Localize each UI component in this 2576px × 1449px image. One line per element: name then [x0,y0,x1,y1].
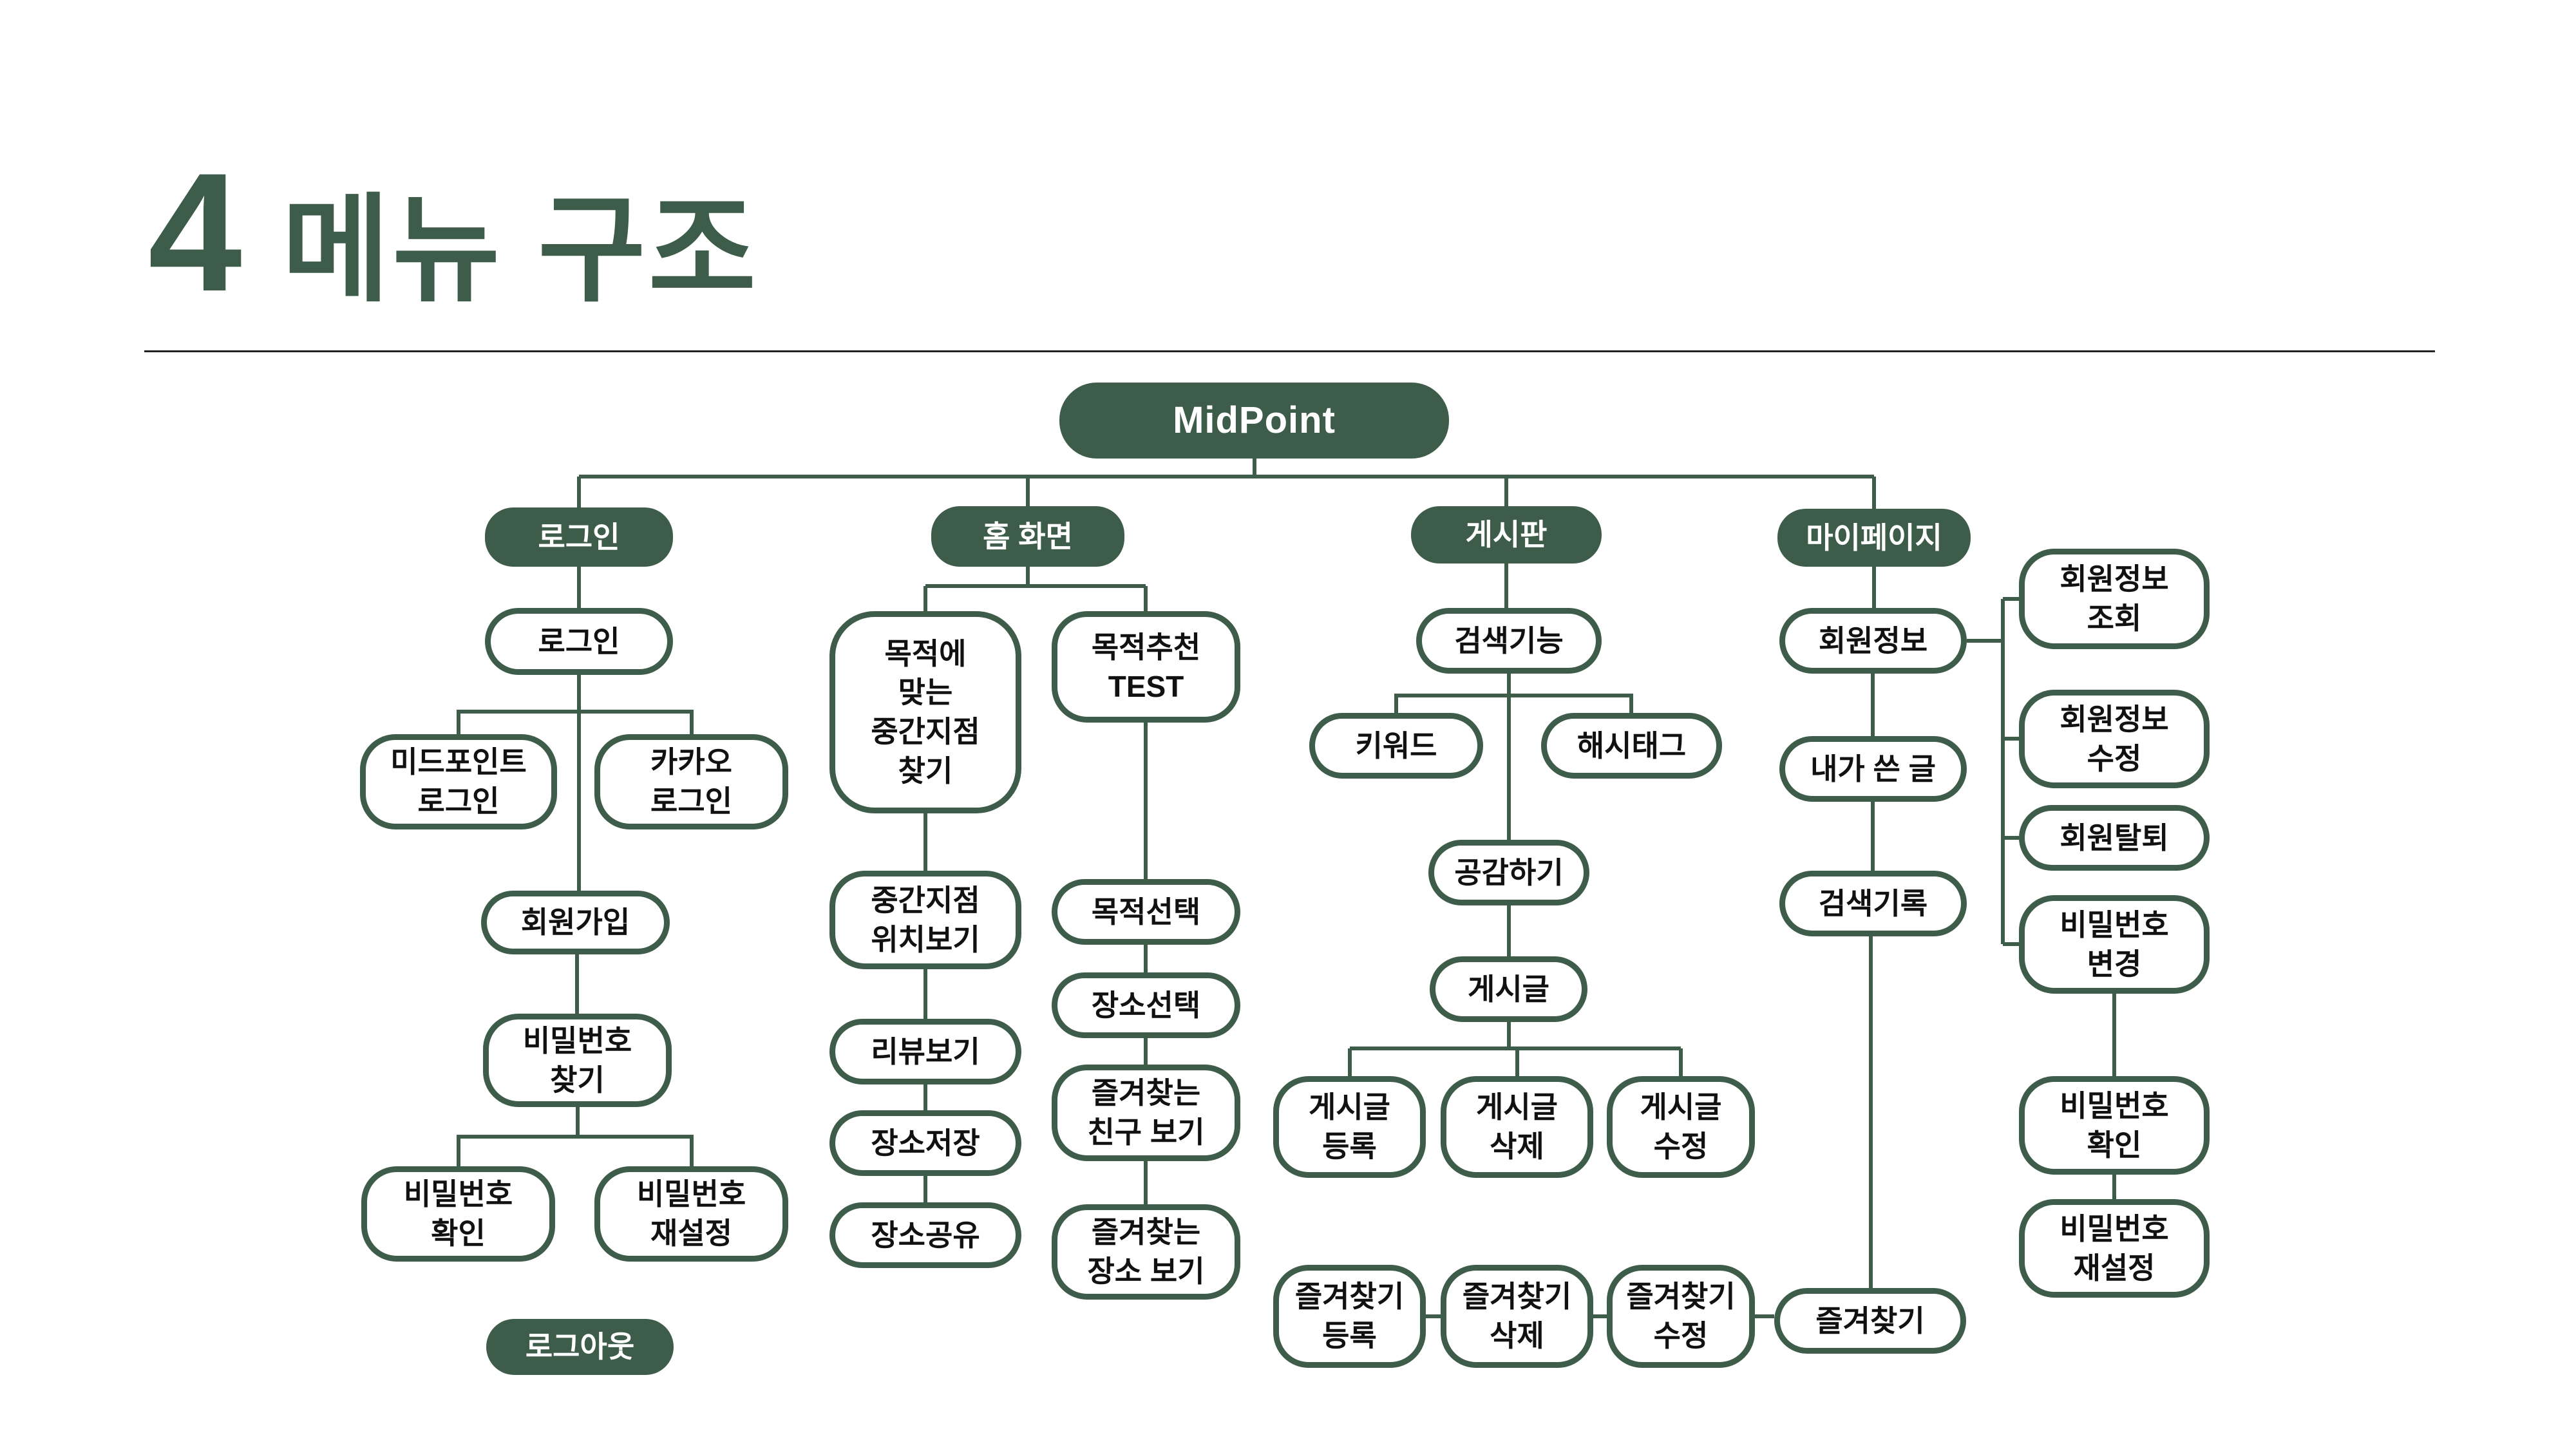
node-midpoint-login: 미드포인트 로그인 [360,734,557,829]
node-password-check-mypage: 비밀번호 확인 [2019,1076,2210,1175]
connector-mypage-branch [1871,567,1876,871]
node-password-reset-mypage: 비밀번호 재설정 [2019,1199,2210,1298]
node-root-midpoint: MidPoint [1059,383,1449,459]
node-header-login: 로그인 [485,507,673,567]
node-place-select: 장소선택 [1052,972,1240,1038]
node-search-function: 검색기능 [1416,608,1602,674]
node-keyword: 키워드 [1309,713,1483,779]
node-like: 공감하기 [1428,840,1589,905]
node-post: 게시글 [1430,956,1587,1022]
page-title: 4 메뉴 구조 [148,148,759,317]
connector-favorites-row [1426,936,1873,1318]
node-member-info-edit: 회원정보 수정 [2019,690,2210,788]
node-purpose-test: 목적추천 TEST [1052,611,1240,723]
node-review-view: 리뷰보기 [829,1019,1021,1084]
node-kakao-login: 카카오 로그인 [594,734,788,829]
section-title: 메뉴 구조 [281,184,759,316]
node-purpose-midpoint-find: 목적에 맞는 중간지점 찾기 [829,611,1021,813]
node-login: 로그인 [485,608,673,675]
node-logout: 로그아웃 [486,1319,674,1375]
title-divider [144,350,2435,352]
node-member-info: 회원정보 [1779,608,1967,674]
node-post-delete: 게시글 삭제 [1441,1076,1593,1178]
node-purpose-select: 목적선택 [1052,879,1240,945]
node-place-save: 장소저장 [829,1110,1021,1176]
node-hashtag: 해시태그 [1541,713,1722,779]
node-midpoint-location-view: 중간지점 위치보기 [829,871,1021,969]
node-password-change: 비밀번호 변경 [2019,895,2210,994]
connector-memberinfo-bracket [1967,597,2019,946]
node-favorites: 즐겨찾기 [1774,1288,1966,1354]
node-favorite-friends-view: 즐겨찾는 친구 보기 [1052,1065,1240,1161]
node-signup: 회원가입 [481,891,670,954]
node-header-mypage: 마이페이지 [1777,509,1971,567]
node-search-history: 검색기록 [1779,871,1967,936]
node-favorite-places-view: 즐겨찾는 장소 보기 [1052,1204,1240,1300]
node-favorite-edit: 즐겨찾기 수정 [1607,1265,1755,1368]
node-favorite-delete: 즐겨찾기 삭제 [1441,1265,1593,1368]
node-password-check-login: 비밀번호 확인 [361,1166,555,1262]
node-favorite-add: 즐겨찾기 등록 [1273,1265,1426,1368]
node-member-info-view: 회원정보 조회 [2019,549,2210,649]
node-my-posts: 내가 쓴 글 [1779,736,1967,802]
node-header-home: 홈 화면 [931,506,1124,567]
connector-board-branch [1348,564,1683,1076]
node-place-share: 장소공유 [829,1202,1021,1268]
node-header-board: 게시판 [1411,506,1602,564]
node-post-add: 게시글 등록 [1273,1076,1426,1178]
connector-login-branch [457,567,694,1166]
connector-root-to-headers [577,459,1876,509]
section-number: 4 [148,138,242,327]
node-post-edit: 게시글 수정 [1607,1076,1755,1178]
node-password-find: 비밀번호 찾기 [483,1014,672,1107]
node-member-withdraw: 회원탈퇴 [2019,805,2210,871]
connector-home-branch [923,567,1148,1204]
node-password-reset-login: 비밀번호 재설정 [594,1166,788,1262]
